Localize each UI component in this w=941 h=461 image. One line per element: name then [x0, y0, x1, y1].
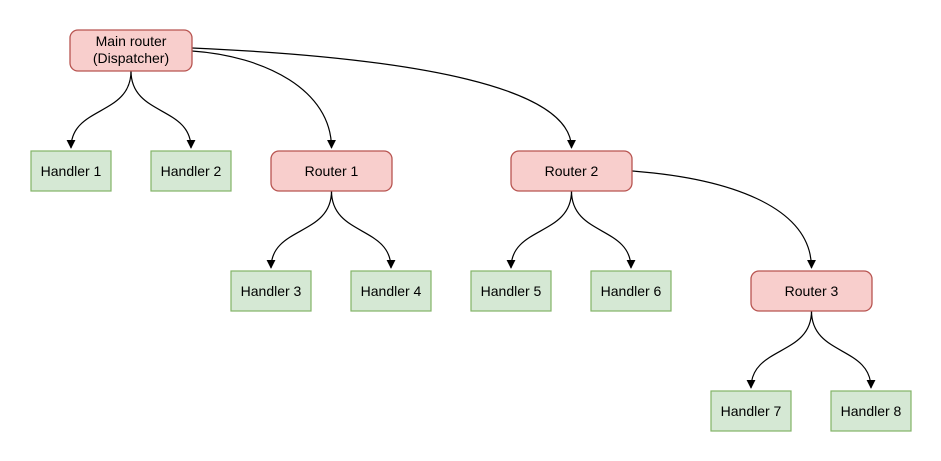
- node-router2: Router 2: [510, 150, 633, 192]
- node-handler7: Handler 7: [710, 390, 792, 432]
- handler6-label: Handler 6: [601, 283, 662, 299]
- edge-main-to-handler2: [130, 70, 196, 149]
- handler8-label: Handler 8: [841, 403, 902, 419]
- router3-box: [750, 270, 873, 312]
- edge-main-to-router1: [191, 50, 336, 149]
- router2-box: [510, 150, 633, 192]
- main-router-box: [69, 29, 193, 72]
- node-handler8: Handler 8: [830, 390, 912, 432]
- handler1-label: Handler 1: [41, 163, 102, 179]
- handler4-box: [350, 270, 432, 312]
- node-handler6: Handler 6: [590, 270, 672, 312]
- handler4-label: Handler 4: [361, 283, 422, 299]
- handler3-label: Handler 3: [241, 283, 302, 299]
- handler3-box: [230, 270, 312, 312]
- router3-label: Router 3: [785, 283, 839, 299]
- router1-box: [270, 150, 393, 192]
- handler5-label: Handler 5: [481, 283, 542, 299]
- handler5-box: [470, 270, 552, 312]
- router2-label: Router 2: [545, 163, 599, 179]
- node-router3: Router 3: [750, 270, 873, 312]
- edge-router2-to-handler5: [506, 190, 573, 269]
- edge-router3-to-handler8: [810, 310, 876, 389]
- edge-main-to-handler1: [66, 70, 132, 149]
- node-handler4: Handler 4: [350, 270, 432, 312]
- nodes-layer: Main router(Dispatcher) Handler 1 Handle…: [30, 29, 912, 432]
- node-main-router: Main router(Dispatcher): [69, 29, 193, 72]
- node-handler1: Handler 1: [30, 150, 112, 192]
- node-handler2: Handler 2: [150, 150, 232, 192]
- router1-label: Router 1: [305, 163, 359, 179]
- edge-main-to-router2: [191, 47, 576, 149]
- node-handler5: Handler 5: [470, 270, 552, 312]
- handler8-box: [830, 390, 912, 432]
- edges-layer: [66, 47, 876, 389]
- edge-router3-to-handler7: [746, 310, 813, 389]
- edge-router2-to-handler6: [570, 190, 636, 269]
- handler1-box: [30, 150, 112, 192]
- edge-router2-to-router3: [631, 170, 816, 269]
- main-router-label: Main router(Dispatcher): [93, 33, 169, 66]
- node-router1: Router 1: [270, 150, 393, 192]
- handler6-box: [590, 270, 672, 312]
- handler7-label: Handler 7: [721, 403, 782, 419]
- edge-router1-to-handler4: [330, 190, 396, 269]
- handler2-label: Handler 2: [161, 163, 222, 179]
- handler2-box: [150, 150, 232, 192]
- node-handler3: Handler 3: [230, 270, 312, 312]
- edge-router1-to-handler3: [266, 190, 333, 269]
- handler7-box: [710, 390, 792, 432]
